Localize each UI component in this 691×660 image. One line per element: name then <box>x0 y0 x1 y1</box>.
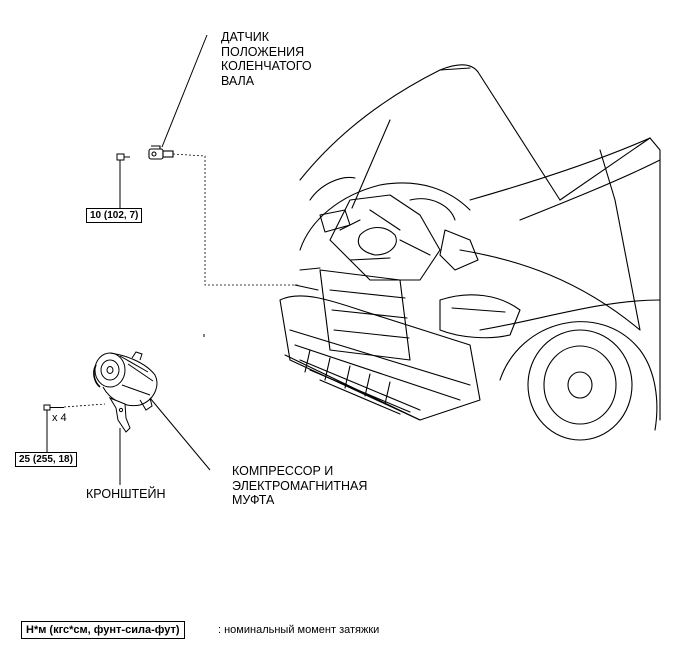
vehicle-front-icon <box>279 64 661 441</box>
bolt-icon <box>43 404 64 411</box>
compressor-label: КОМПРЕССОР И ЭЛЕКТРОМАГНИТНАЯ МУФТА <box>232 464 368 507</box>
crankshaft-position-sensor-label: ДАТЧИК ПОЛОЖЕНИЯ КОЛЕНЧАТОГО ВАЛА <box>221 30 312 88</box>
torque-unit-legend: Н*м (кгс*см, фунт-сила-фут) <box>21 621 185 639</box>
torque-legend-description: : номинальный момент затяжки <box>218 624 380 636</box>
bracket-label: КРОНШТЕЙН <box>86 487 166 501</box>
sensor-bolt-torque: 10 (102, 7) <box>86 208 143 223</box>
compressor-icon <box>93 351 158 411</box>
bolt-quantity: x 4 <box>52 412 67 424</box>
crankshaft-position-sensor-icon <box>148 145 174 160</box>
bolt-icon <box>116 153 130 161</box>
compressor-bolt-torque: 25 (255, 18) <box>15 452 77 467</box>
bracket-icon <box>108 396 131 433</box>
